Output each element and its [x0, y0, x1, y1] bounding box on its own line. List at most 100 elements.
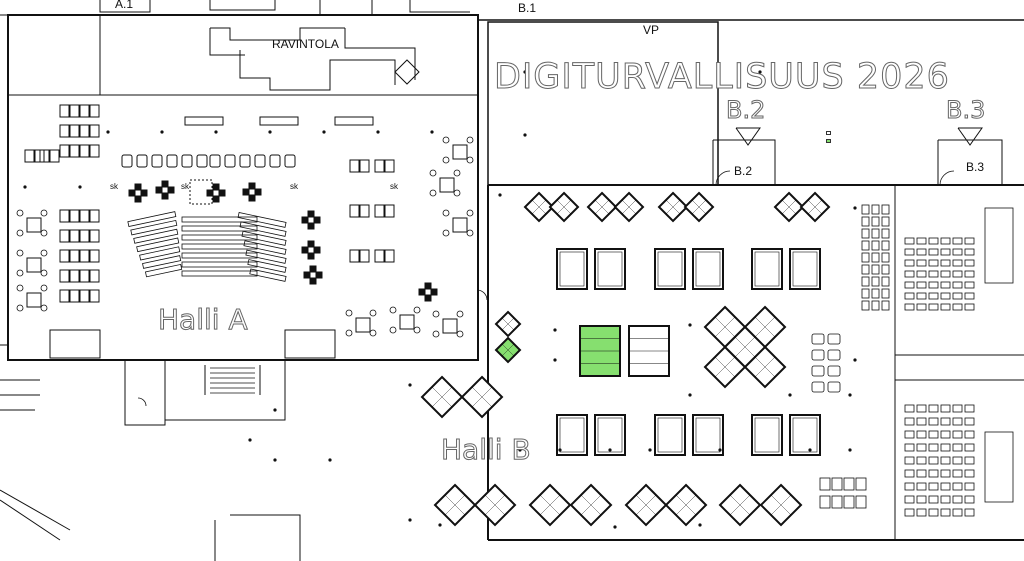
gate-b2-label: B.2 [725, 96, 766, 124]
chair-icon [843, 477, 855, 491]
chair-icon [40, 304, 48, 312]
booth-grid [559, 417, 585, 453]
booth-grid [621, 199, 637, 215]
table-icon [399, 314, 415, 330]
chair-icon [964, 469, 975, 478]
chair-icon [442, 136, 450, 144]
column [408, 518, 412, 522]
table-icon [334, 116, 374, 126]
chair-icon [964, 259, 975, 267]
chair-icon [964, 430, 975, 439]
chair-icon [861, 300, 870, 311]
chair-icon [952, 495, 963, 504]
chair-icon [248, 194, 256, 202]
table-icon [89, 269, 100, 283]
chair-icon [301, 246, 309, 254]
chair-icon [964, 281, 975, 289]
table-icon [79, 104, 90, 118]
table-icon [69, 209, 80, 223]
chair-icon [916, 292, 927, 300]
chair-icon [248, 182, 256, 190]
booth-grid [635, 494, 657, 516]
chair-icon [916, 482, 927, 491]
booth-grid [431, 386, 453, 408]
chair-icon [916, 303, 927, 311]
chair-icon [861, 288, 870, 299]
column [106, 130, 110, 134]
chair-icon [928, 259, 939, 267]
column [78, 185, 82, 189]
chair-icon [940, 430, 951, 439]
chair-icon [151, 154, 163, 168]
table-icon [374, 249, 385, 263]
chair-icon [928, 482, 939, 491]
stage [984, 431, 1014, 503]
table-icon [439, 177, 455, 193]
table-icon [26, 217, 42, 233]
chair-icon [181, 234, 258, 241]
chair-icon [819, 477, 831, 491]
chair-icon [429, 169, 437, 177]
chair-icon [827, 349, 841, 361]
chair-icon [952, 270, 963, 278]
chair-icon [40, 284, 48, 292]
sk-label: sk [390, 182, 398, 191]
chair-icon [861, 264, 870, 275]
chair-icon [811, 349, 825, 361]
chair-icon [928, 248, 939, 256]
chair-icon [928, 404, 939, 413]
chair-icon [940, 456, 951, 465]
booth [789, 414, 821, 456]
booth [654, 248, 686, 290]
column [608, 448, 612, 452]
column [598, 69, 602, 73]
chair-icon [389, 326, 397, 334]
chair-icon [181, 261, 258, 268]
chair-icon [442, 229, 450, 237]
chair-icon [940, 443, 951, 452]
chair-icon [952, 259, 963, 267]
chair-icon [128, 189, 136, 197]
table-icon [452, 217, 468, 233]
table-icon [24, 149, 35, 163]
chair-icon [249, 268, 287, 282]
table-icon [59, 209, 70, 223]
chair-icon [928, 508, 939, 517]
sk-label: sk [110, 182, 118, 191]
column [553, 328, 557, 332]
chair-icon [315, 271, 323, 279]
chair-icon [916, 237, 927, 245]
chair-icon [928, 237, 939, 245]
table-icon [79, 269, 90, 283]
chair-icon [916, 259, 927, 267]
chair-icon [466, 156, 474, 164]
chair-icon [224, 154, 236, 168]
booth-grid [792, 417, 818, 453]
column [788, 393, 792, 397]
booth-grid [559, 251, 585, 287]
table-icon [89, 289, 100, 303]
chair-icon [940, 281, 951, 289]
chair-icon [843, 495, 855, 509]
chair-icon [161, 180, 169, 188]
stage [984, 207, 1014, 284]
booth-grid [754, 356, 776, 378]
table-icon [59, 229, 70, 243]
chair-icon [904, 259, 915, 267]
table-icon [69, 269, 80, 283]
column [523, 133, 527, 137]
chair-icon [861, 252, 870, 263]
chair-icon [466, 136, 474, 144]
chair-icon [916, 456, 927, 465]
booth-grid [695, 417, 721, 453]
chair-icon [881, 288, 890, 299]
column [718, 448, 722, 452]
chair-icon [136, 154, 148, 168]
chair-icon [133, 228, 179, 244]
chair-icon [964, 456, 975, 465]
table-icon [89, 249, 100, 263]
chair-icon [928, 456, 939, 465]
chair-icon [309, 277, 317, 285]
chair-icon [940, 292, 951, 300]
chair-icon [861, 216, 870, 227]
